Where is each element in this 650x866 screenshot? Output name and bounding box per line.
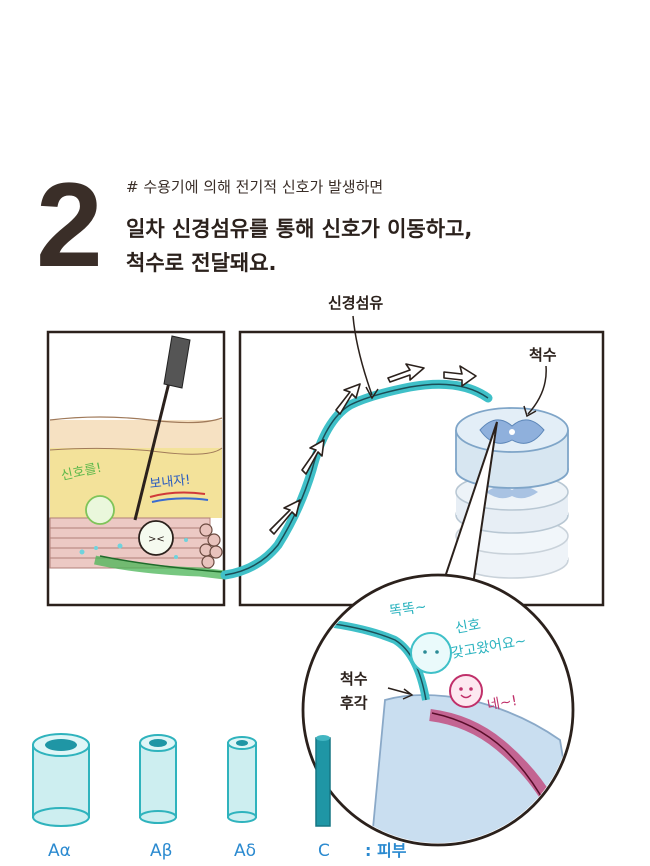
dorsal-horn-zoom xyxy=(301,573,575,847)
label-dorsal-horn-2: 후각 xyxy=(340,694,368,712)
fiber-c xyxy=(315,735,331,827)
fiber-label-a-alpha: Aα xyxy=(48,841,71,861)
label-spinal-cord: 척수 xyxy=(529,346,557,364)
svg-text:><: >< xyxy=(148,534,165,545)
fiber-a-alpha xyxy=(32,733,90,827)
label-nerve-fiber: 신경섬유 xyxy=(328,294,383,312)
fiber-label-a-beta: Aβ xyxy=(150,841,172,861)
fiber-a-delta xyxy=(227,736,257,823)
label-dorsal-horn-1: 척수 xyxy=(340,670,368,688)
fiber-types xyxy=(32,733,331,827)
spinal-panel: 척수 xyxy=(220,330,605,607)
fiber-label-a-delta: Aδ xyxy=(234,841,256,861)
step-subtitle: # 수용기에 의해 전기적 신호가 발생하면 xyxy=(126,178,384,196)
label-tap-tap: 똑똑~ xyxy=(388,599,427,620)
skin-panel: >< 신호를! 보내자! xyxy=(46,330,226,607)
headline-line-1: 일차 신경섬유를 통해 신호가 이동하고, xyxy=(126,217,473,241)
legend-skin: : 피부 xyxy=(365,841,407,860)
fiber-label-c: C xyxy=(318,841,330,861)
label-send: 보내자! xyxy=(149,473,191,492)
fiber-a-beta xyxy=(139,734,177,824)
label-yes-reply: 네~! xyxy=(486,693,519,714)
headline-line-2: 척수로 전달돼요. xyxy=(126,251,277,275)
step-number: 2 xyxy=(36,158,103,292)
step-headline: 일차 신경섬유를 통해 신호가 이동하고, 척수로 전달돼요. xyxy=(126,212,472,280)
label-signal-arrived: 신호 xyxy=(454,617,482,637)
